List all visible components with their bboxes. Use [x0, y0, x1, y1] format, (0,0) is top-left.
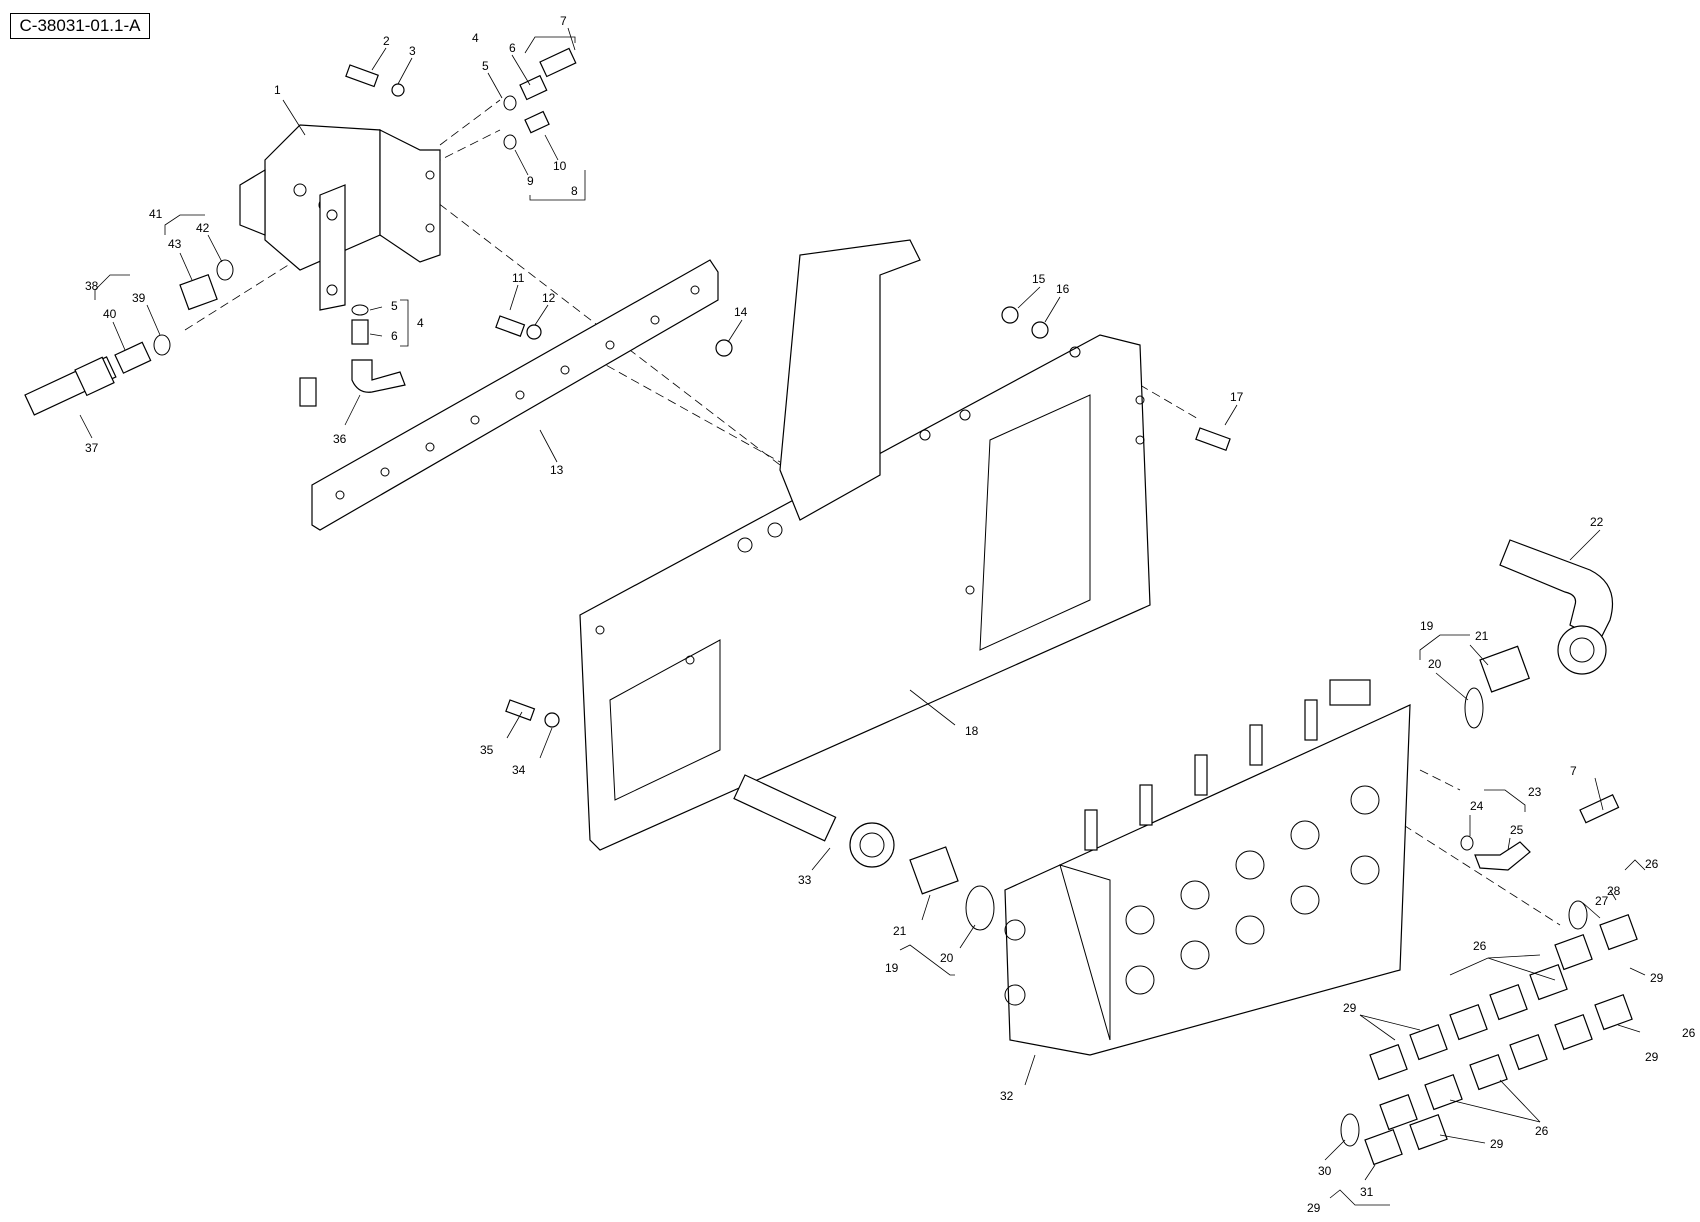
callout-39: 39 [132, 291, 146, 305]
callout-21-upper: 21 [1475, 629, 1489, 643]
callout-23: 23 [1528, 785, 1542, 799]
callout-25: 25 [1510, 823, 1524, 837]
callout-41: 41 [149, 207, 163, 221]
callout-28: 28 [1607, 884, 1621, 898]
callout-38: 38 [85, 279, 99, 293]
reference-code: C-38031-01.1-A [19, 16, 141, 35]
callout-19-upper: 19 [1420, 619, 1434, 633]
callout-29-lower-right: 29 [1645, 1050, 1659, 1064]
valve-block-part-32 [1004, 679, 1411, 1056]
callout-5-lower: 5 [391, 299, 398, 313]
callout-32: 32 [1000, 1089, 1014, 1103]
callout-17: 17 [1230, 390, 1244, 404]
callout-5: 5 [482, 59, 489, 73]
reference-code-box: C-38031-01.1-A [10, 13, 150, 39]
callout-9: 9 [527, 174, 534, 188]
callout-15: 15 [1032, 272, 1046, 286]
callout-31: 31 [1360, 1185, 1374, 1199]
callout-29-left: 29 [1343, 1001, 1357, 1015]
callout-14: 14 [734, 305, 748, 319]
callout-10: 10 [553, 159, 567, 173]
callout-43: 43 [168, 237, 182, 251]
callout-20-lower: 20 [940, 951, 954, 965]
callout-29-bottom: 29 [1490, 1137, 1504, 1151]
callout-30: 30 [1318, 1164, 1332, 1178]
callout-35: 35 [480, 743, 494, 757]
plate-part-13 [311, 259, 719, 531]
callout-26-bottom: 26 [1535, 1124, 1549, 1138]
callout-2: 2 [383, 34, 390, 48]
callout-42: 42 [196, 221, 210, 235]
hose-part-22 [1499, 539, 1614, 675]
callout-26-right: 26 [1682, 1026, 1696, 1040]
fittings [114, 47, 1638, 1166]
callout-36: 36 [333, 432, 347, 446]
callout-20-upper: 20 [1428, 657, 1442, 671]
pump-assembly-part-1 [239, 124, 441, 311]
callout-3: 3 [409, 44, 416, 58]
callout-6-lower: 6 [391, 329, 398, 343]
callout-1: 1 [274, 83, 281, 97]
callout-22: 22 [1590, 515, 1604, 529]
callout-6: 6 [509, 41, 516, 55]
callout-11: 11 [512, 271, 525, 285]
callout-29-base: 29 [1307, 1201, 1321, 1215]
callout-13: 13 [550, 463, 564, 477]
hose-part-37 [24, 356, 117, 416]
callout-26-mid: 26 [1473, 939, 1487, 953]
callout-27: 27 [1595, 894, 1609, 908]
hose-part-33 [733, 774, 895, 868]
callout-12: 12 [542, 291, 556, 305]
callout-7: 7 [560, 14, 567, 28]
callout-37: 37 [85, 441, 99, 455]
callout-8: 8 [571, 184, 578, 198]
callout-29-right: 29 [1650, 971, 1664, 985]
callout-26-top: 26 [1645, 857, 1659, 871]
callout-labels: 1 2 3 4 5 6 7 8 9 10 11 12 13 14 15 16 1… [85, 14, 1696, 1215]
callout-4-lower: 4 [417, 316, 424, 330]
callout-16: 16 [1056, 282, 1070, 296]
callout-24: 24 [1470, 799, 1484, 813]
callout-18: 18 [965, 724, 979, 738]
callout-40: 40 [103, 307, 117, 321]
callout-34: 34 [512, 763, 526, 777]
callout-33: 33 [798, 873, 812, 887]
leader-lines [79, 27, 1646, 1206]
callout-21-lower: 21 [893, 924, 907, 938]
frame-part-18 [579, 239, 1151, 851]
callout-4: 4 [472, 31, 479, 45]
callout-19-lower: 19 [885, 961, 899, 975]
callout-7-right: 7 [1570, 764, 1577, 778]
